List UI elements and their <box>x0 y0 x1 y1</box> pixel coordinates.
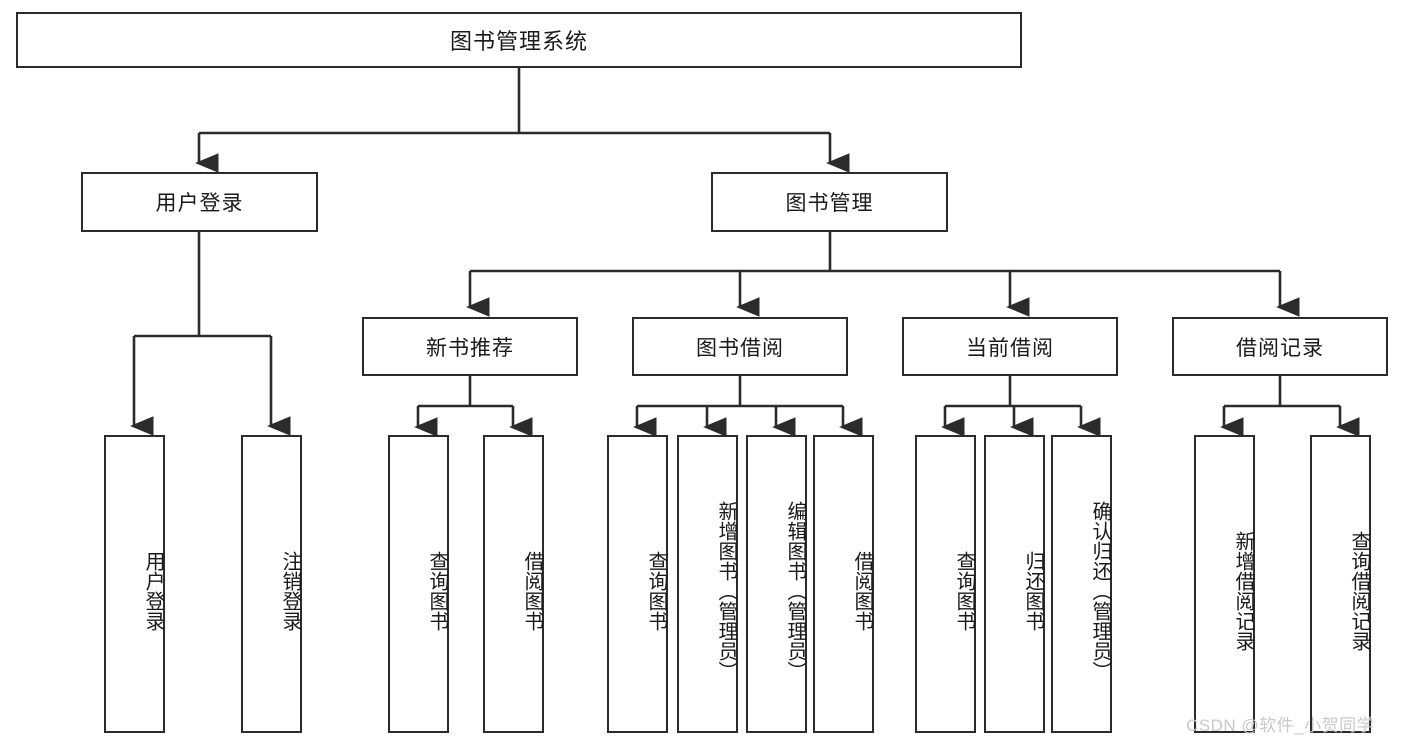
node-leaf-add-borrow-record[interactable]: 新增借阅记录 <box>1194 435 1255 733</box>
node-label: 借阅图书 <box>521 551 543 631</box>
node-leaf-borrow-book[interactable]: 借阅图书 <box>813 435 874 733</box>
node-label: 用户登录 <box>155 192 244 215</box>
node-leaf-user-login[interactable]: 用户登录 <box>104 435 165 733</box>
node-label: 新增图书（管理员） <box>715 501 737 681</box>
node-label: 查询图书 <box>426 551 448 631</box>
node-current-borrow[interactable]: 当前借阅 <box>902 317 1118 376</box>
node-label: 归还图书 <box>1022 551 1044 631</box>
node-leaf-add-book-admin[interactable]: 新增图书（管理员） <box>677 435 738 733</box>
node-book-borrow[interactable]: 图书借阅 <box>632 317 848 376</box>
node-label: 用户登录 <box>142 551 164 631</box>
node-label: 确认归还（管理员） <box>1089 501 1111 681</box>
node-label: 借阅记录 <box>1236 336 1324 360</box>
node-label: 编辑图书（管理员） <box>784 501 806 681</box>
node-leaf-return-book[interactable]: 归还图书 <box>984 435 1045 733</box>
node-label: 借阅图书 <box>851 551 873 631</box>
csdn-watermark: CSDN @软件_小贺同学 <box>1186 716 1375 735</box>
node-leaf-query-book-borrow[interactable]: 查询图书 <box>607 435 668 733</box>
node-root-book-management-system[interactable]: 图书管理系统 <box>16 12 1022 68</box>
node-leaf-borrow-book-recommend[interactable]: 借阅图书 <box>483 435 544 733</box>
node-leaf-query-borrow-record[interactable]: 查询借阅记录 <box>1310 435 1371 733</box>
node-label: 查询图书 <box>645 551 667 631</box>
node-leaf-query-book-current[interactable]: 查询图书 <box>915 435 976 733</box>
node-leaf-edit-book-admin[interactable]: 编辑图书（管理员） <box>746 435 807 733</box>
node-leaf-confirm-return-admin[interactable]: 确认归还（管理员） <box>1051 435 1112 733</box>
node-label: 图书管理系统 <box>449 29 588 54</box>
node-label: 新增借阅记录 <box>1232 531 1254 651</box>
node-leaf-query-book-recommend[interactable]: 查询图书 <box>388 435 449 733</box>
node-label: 注销登录 <box>279 551 301 631</box>
node-borrow-record[interactable]: 借阅记录 <box>1172 317 1388 376</box>
node-user-login[interactable]: 用户登录 <box>81 172 318 232</box>
node-label: 图书借阅 <box>696 336 784 360</box>
node-book-management[interactable]: 图书管理 <box>711 172 948 232</box>
node-label: 图书管理 <box>785 192 874 215</box>
node-leaf-logout-login[interactable]: 注销登录 <box>241 435 302 733</box>
node-label: 新书推荐 <box>426 336 514 360</box>
node-new-book-recommend[interactable]: 新书推荐 <box>362 317 578 376</box>
node-label: 查询图书 <box>953 551 975 631</box>
node-label: 当前借阅 <box>966 336 1054 360</box>
node-label: 查询借阅记录 <box>1348 531 1370 651</box>
